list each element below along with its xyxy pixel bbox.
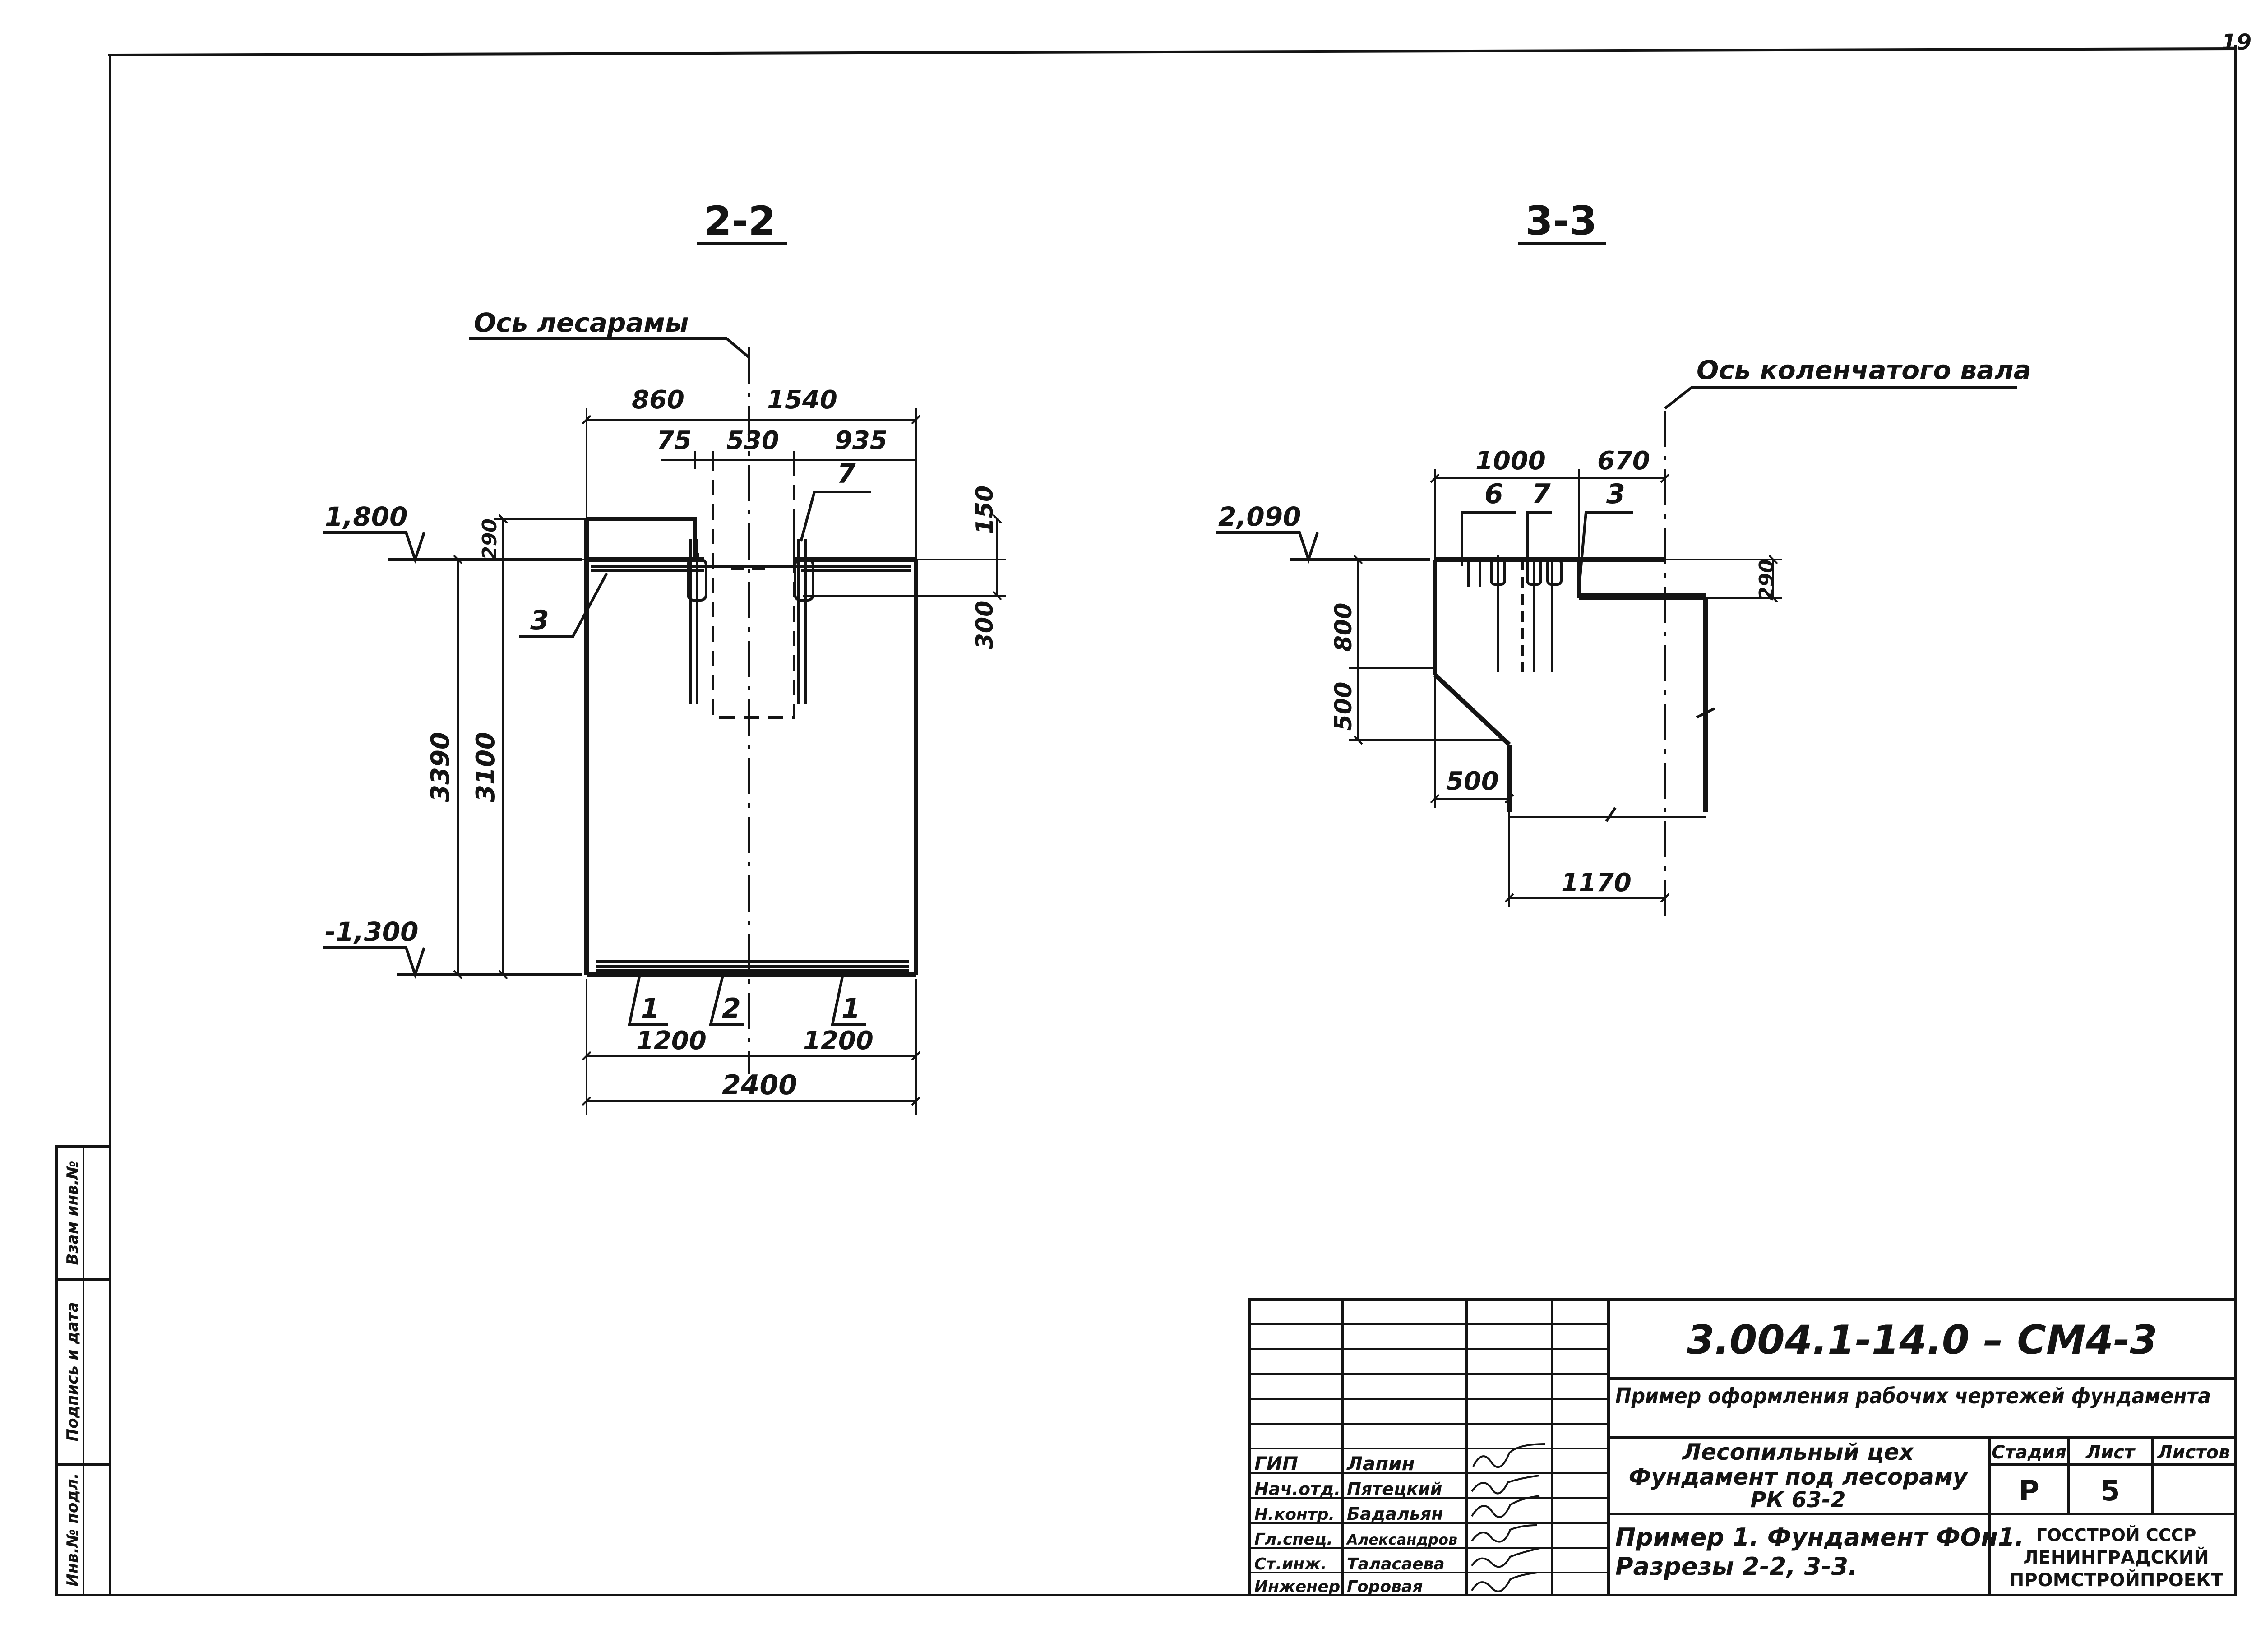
sheet-value: 5 [2100,1474,2120,1507]
dim-290: 290 [478,518,501,560]
staff-role: Инженер [1254,1578,1340,1596]
svg-text:-1,300: -1,300 [325,916,419,947]
dim-2400: 2400 [722,1069,797,1101]
saw-frame-axis-label: Ось лесарамы [474,307,689,338]
dim-1170: 1170 [1561,868,1632,898]
anchor-bolts [687,539,814,704]
callout-1-left: 1 [628,970,668,1026]
level-mark-3-3: 2,090 [1216,501,1430,564]
object-line-3: РК 63-2 [1750,1487,1845,1513]
svg-text:1: 1 [841,993,860,1024]
level-mark-top: 1,800 [323,501,582,564]
dim-860: 860 [632,385,684,415]
staff-role: Ст.инж. [1254,1555,1327,1573]
callout-3-3-3: 3 [1578,478,1633,587]
dim-500-horizontal: 500 [1446,767,1499,796]
document-code: 3.004.1-14.0 – СМ4-3 [1687,1317,2157,1363]
anchor-pocket [712,456,795,719]
callout-7-3-3: 7 [1526,478,1552,566]
side-stamp: Инв.№ подл. Подпись и дата Взам инв.№ [55,1145,111,1596]
staff-list: ГИП Лапин Нач.отд. Пятецкий Н.контр. Бад… [1254,1453,1457,1596]
sheet-title-line-2: Разрезы 2-2, 3-3. [1615,1552,1858,1581]
staff-role: ГИП [1254,1453,1298,1475]
object-line-2: Фундамент под лесораму [1629,1464,1969,1490]
dim-290-3-3: 290 [1755,559,1778,601]
dim-500-vertical: 500 [1330,682,1357,731]
side-label-replace: Взам инв.№ [64,1161,82,1265]
svg-text:1,800: 1,800 [325,501,407,532]
dim-1200-left: 1200 [636,1026,707,1055]
side-label-inv: Инв.№ подл. [64,1473,82,1586]
org-line-2: ЛЕНИНГРАДСКИЙ [2023,1546,2209,1568]
section-2-2: 2-2 Ось лесарамы [323,198,1006,1115]
dim-150: 150 [971,486,999,535]
page-number: 19 [2221,30,2251,55]
callout-2: 2 [709,970,744,1026]
dim-3100: 3100 [471,732,500,802]
dim-300: 300 [971,601,999,650]
staff-role: Гл.спец. [1254,1530,1333,1549]
sheets-header: Листов [2157,1442,2230,1463]
svg-text:3: 3 [1606,478,1625,510]
svg-text:2: 2 [722,993,741,1024]
sheet-title-line-1: Пример 1. Фундамент ФОн1. [1615,1523,2024,1551]
anchor-bolts-3-3 [1467,555,1563,672]
staff-name: Горовая [1347,1578,1423,1596]
dim-3390: 3390 [426,732,455,802]
org-line-3: ПРОМСТРОЙПРОЕКТ [2009,1569,2224,1591]
dim-530: 530 [726,426,779,455]
dim-75: 75 [656,426,692,455]
section-3-3: 3-3 Ось коленчатого вала [1216,198,2031,916]
svg-text:6: 6 [1484,478,1503,510]
staff-name: Бадальян [1347,1504,1443,1524]
side-label-sign: Подпись и дата [64,1302,82,1442]
staff-role: Нач.отд. [1254,1479,1341,1499]
foundation-outline [587,517,699,557]
signatures [1471,1443,1546,1592]
section-2-2-title: 2-2 [704,198,776,244]
dim-800: 800 [1330,603,1357,652]
staff-role: Н.контр. [1254,1505,1335,1524]
sheet-header: Лист [2085,1442,2136,1463]
section-3-3-title: 3-3 [1526,198,1597,244]
dim-670: 670 [1597,446,1650,476]
svg-text:3: 3 [530,605,549,636]
staff-name: Таласаева [1347,1555,1445,1573]
org-line-1: ГОССТРОЙ СССР [2036,1525,2196,1545]
level-mark-bottom: -1,300 [323,916,582,979]
svg-text:1: 1 [641,993,660,1024]
dim-1540: 1540 [767,385,837,415]
svg-text:7: 7 [1532,478,1551,510]
dim-1200-right: 1200 [803,1026,874,1055]
staff-name: Пятецкий [1347,1479,1442,1499]
dim-935: 935 [835,426,888,455]
crankshaft-axis-label: Ось коленчатого вала [1697,355,2031,385]
callout-1-right: 1 [831,970,866,1026]
callout-6: 6 [1461,478,1516,566]
callout-3: 3 [519,572,608,638]
staff-name: Александров [1345,1531,1457,1548]
stage-header: Стадия [1992,1442,2066,1463]
dim-1000: 1000 [1475,446,1546,476]
drawing-subtitle: Пример оформления рабочих чертежей фунда… [1615,1384,2211,1409]
svg-text:7: 7 [837,458,856,490]
title-block: 3.004.1-14.0 – СМ4-3 Пример оформления р… [1248,1298,2237,1596]
svg-text:2,090: 2,090 [1218,501,1301,532]
callout-7: 7 [800,458,871,542]
staff-name: Лапин [1346,1453,1415,1475]
object-line-1: Лесопильный цех [1682,1439,1914,1465]
stage-value: Р [2019,1474,2039,1507]
